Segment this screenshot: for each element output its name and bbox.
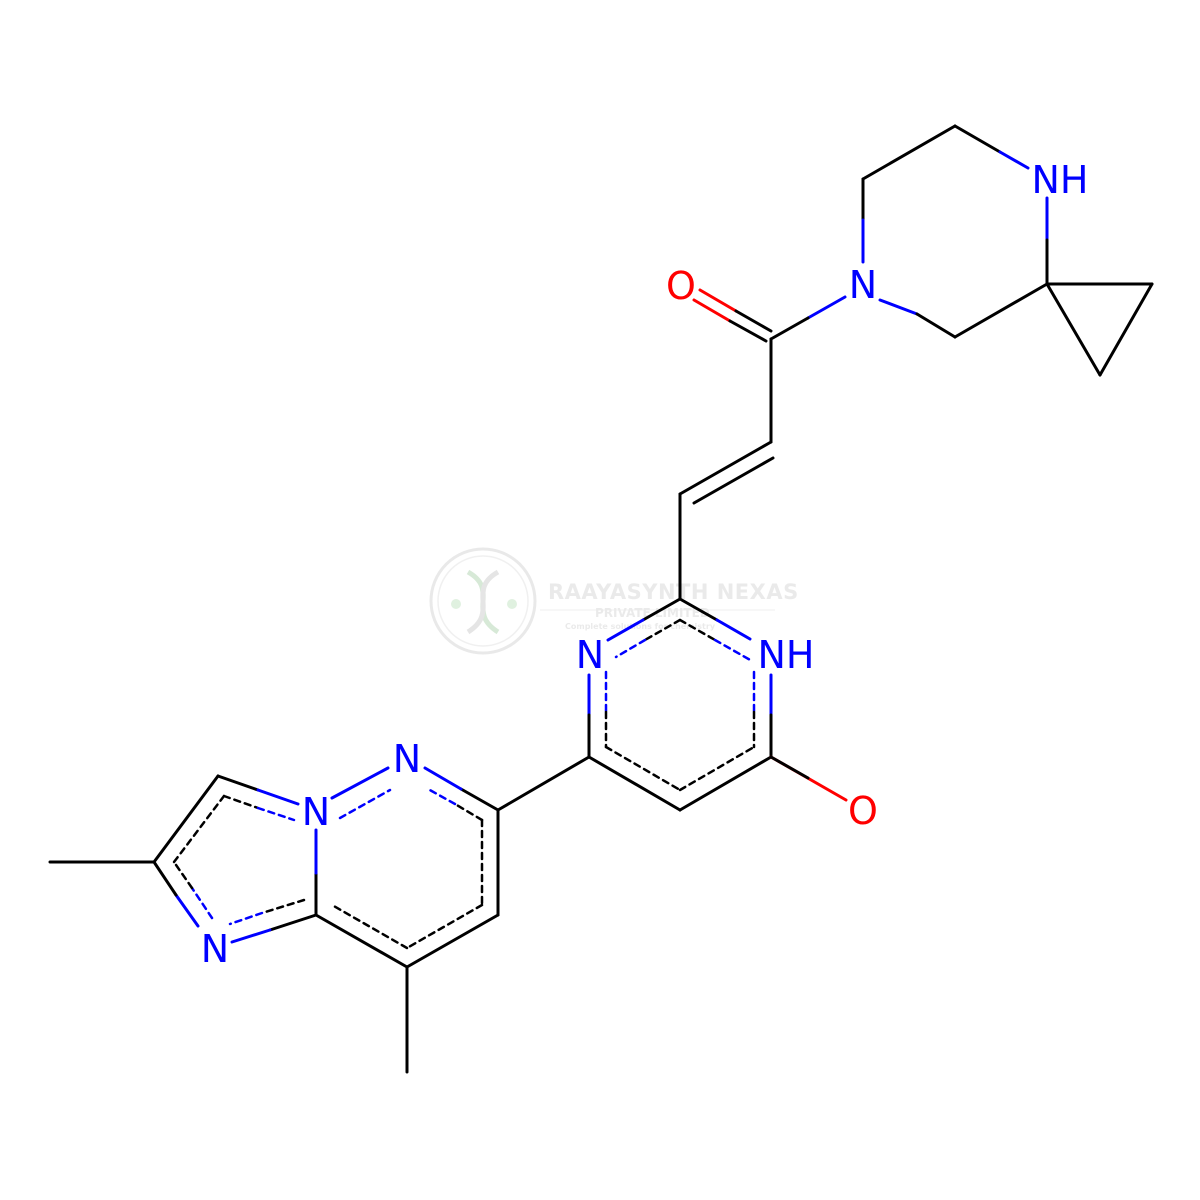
atom-pyridazine-n: N xyxy=(393,737,421,781)
atom-carbonyl-o: O xyxy=(666,264,696,308)
atom-pyrimidinone-o: O xyxy=(848,789,878,833)
atom-bridgehead-n: N xyxy=(302,790,330,834)
atom-pyrimidine-n: N xyxy=(576,633,604,677)
dna-helix-logo-icon xyxy=(429,547,537,655)
atom-pyrimidinone-nh: NH xyxy=(758,633,815,677)
atom-amine-nh: NH xyxy=(1032,158,1089,202)
watermark-company: RAAYASYNTH NEXAS xyxy=(548,580,799,604)
atom-imidazole-n: N xyxy=(201,927,229,971)
atom-amide-n: N xyxy=(849,263,877,307)
atom-labels: NH N O N NH O N N N xyxy=(201,158,1089,971)
watermark: RAAYASYNTH NEXAS PRIVATE LIMITED Complet… xyxy=(429,547,799,655)
bond-lines xyxy=(48,124,1154,1074)
watermark-tagline: Complete solutions for chemistry xyxy=(565,622,716,631)
